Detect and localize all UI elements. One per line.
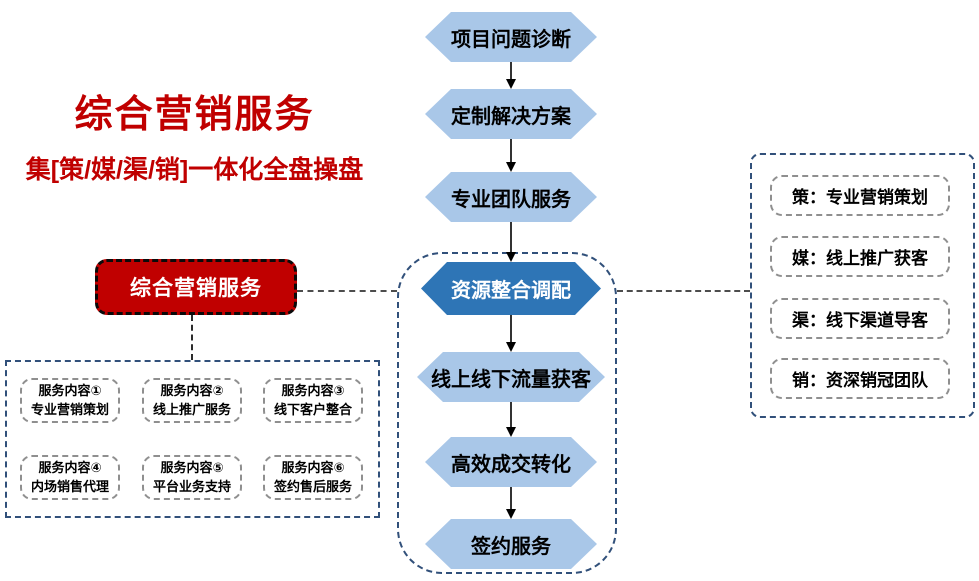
service-item-6: 服务内容⑥ 签约售后服务 (263, 455, 363, 500)
flow-step-6: 高效成交转化 (425, 437, 597, 487)
flow-step-3: 专业团队服务 (425, 172, 597, 222)
service-item-5-line1: 服务内容⑤ (160, 459, 224, 475)
service-item-2: 服务内容② 线上推广服务 (142, 378, 242, 423)
down-arrow-icon (506, 487, 516, 519)
flow-step-5-label: 线上线下流量获客 (431, 368, 591, 391)
down-arrow-icon (506, 222, 516, 262)
flow-step-5: 线上线下流量获客 (417, 352, 605, 402)
main-title: 综合营销服务 (74, 94, 315, 136)
service-item-3-line1: 服务内容③ (281, 382, 345, 398)
service-item-1-line2: 专业营销策划 (30, 401, 109, 417)
down-arrow-icon (506, 62, 516, 89)
summary-box-label: 综合营销服务 (130, 277, 262, 300)
flow-step-2: 定制解决方案 (425, 89, 597, 139)
legend-item-1: 策：专业营销策划 (770, 175, 950, 216)
connector-summary-to-flow (297, 290, 397, 292)
legend-item-4-label: 销：资深销冠团队 (792, 371, 928, 390)
legend-group-outline (750, 153, 975, 418)
legend-item-3-label: 渠：线下渠道导客 (792, 311, 928, 330)
service-item-6-line1: 服务内容⑥ (281, 459, 345, 475)
services-group-outline (5, 360, 380, 518)
legend-item-1-label: 策：专业营销策划 (792, 188, 928, 207)
connector-summary-to-services (191, 315, 193, 360)
summary-box: 综合营销服务 (95, 259, 297, 315)
down-arrow-icon (506, 315, 516, 352)
connector-flow-to-legend (617, 290, 750, 292)
service-item-3-line2: 线下客户整合 (273, 401, 352, 417)
service-item-4-line2: 内场销售代理 (30, 478, 109, 494)
header: 综合营销服务 集[策/媒/渠/销]一体化全盘操盘 (22, 94, 367, 186)
flow-step-2-label: 定制解决方案 (451, 105, 571, 128)
service-item-1-line1: 服务内容① (38, 382, 102, 398)
sub-title: 集[策/媒/渠/销]一体化全盘操盘 (25, 155, 364, 184)
down-arrow-icon (506, 139, 516, 172)
legend-item-4: 销：资深销冠团队 (770, 358, 950, 399)
service-item-5: 服务内容⑤ 平台业务支持 (142, 455, 242, 500)
flow-step-4-label: 资源整合调配 (451, 280, 571, 302)
service-item-4: 服务内容④ 内场销售代理 (20, 455, 120, 500)
legend-item-3: 渠：线下渠道导客 (770, 298, 950, 339)
service-item-2-line1: 服务内容② (160, 382, 224, 398)
flow-step-7: 签约服务 (425, 519, 597, 569)
down-arrow-icon (506, 402, 516, 437)
service-item-3: 服务内容③ 线下客户整合 (263, 378, 363, 423)
flow-step-1-label: 项目问题诊断 (451, 28, 571, 51)
service-item-1: 服务内容① 专业营销策划 (20, 378, 120, 423)
flow-step-6-label: 高效成交转化 (451, 453, 571, 476)
service-item-6-line2: 签约售后服务 (273, 478, 352, 494)
flow-step-4: 资源整合调配 (421, 262, 601, 315)
flow-step-1: 项目问题诊断 (425, 12, 597, 62)
service-item-4-line1: 服务内容④ (38, 459, 102, 475)
service-item-5-line2: 平台业务支持 (152, 478, 231, 494)
flow-step-3-label: 专业团队服务 (451, 188, 571, 211)
flow-step-7-label: 签约服务 (471, 535, 551, 558)
service-item-2-line2: 线上推广服务 (152, 401, 231, 417)
legend-item-2: 媒：线上推广获客 (770, 236, 950, 277)
legend-item-2-label: 媒：线上推广获客 (792, 249, 928, 268)
